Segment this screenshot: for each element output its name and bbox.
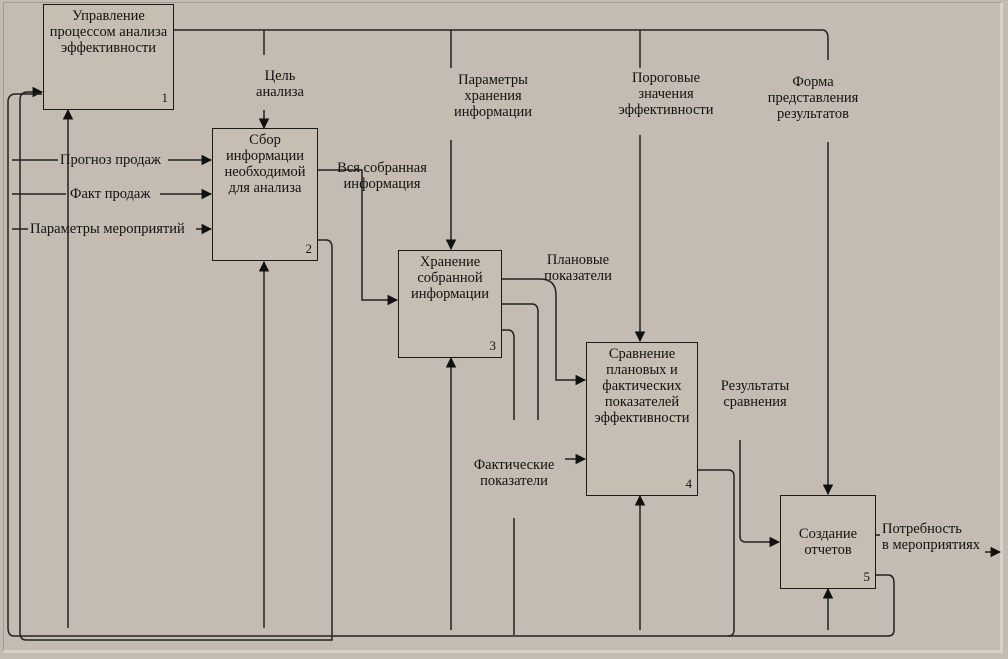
label-sales-forecast: Прогноз продаж: [60, 152, 161, 168]
box-5-number: 5: [863, 569, 871, 584]
control-bus: [174, 29, 829, 60]
label-event-params: Параметры мероприятий: [30, 221, 185, 237]
box-collect-info: Сбор информации необходимой для анализа …: [212, 128, 318, 261]
box-reports: Создание отчетов 5: [780, 495, 876, 589]
need-arrow: [876, 534, 1000, 552]
all-info-arrow: [318, 169, 399, 306]
label-sales-fact: Факт продаж: [70, 186, 151, 202]
label-storage-params: Параметры хранения информации: [454, 72, 532, 120]
label-planned: Плановые показатели: [544, 252, 612, 284]
box-5-title: Создание отчетов: [798, 526, 858, 558]
actual-arrow-b: [502, 329, 515, 420]
label-thresholds: Пороговые значения эффективности: [618, 70, 714, 118]
box-1-title: Управление процессом анализа эффективнос…: [49, 8, 168, 56]
box-4-title: Сравнение плановых и фактических показат…: [594, 346, 690, 426]
comparison-arrow: [739, 440, 781, 548]
box-1-number: 1: [161, 90, 169, 105]
label-all-info: Вся собранная информация: [337, 160, 427, 192]
box-manage-analysis: Управление процессом анализа эффективнос…: [43, 4, 174, 110]
planned-arrow: [502, 278, 587, 386]
box-3-number: 3: [489, 338, 497, 353]
box-3-title: Хранение собранной информации: [411, 254, 489, 302]
box-4-number: 4: [685, 476, 693, 491]
label-report-form: Форма представления результатов: [767, 74, 859, 122]
label-goal: Цель анализа: [256, 68, 304, 100]
box-2-title: Сбор информации необходимой для анализа: [224, 132, 306, 196]
label-actual: Фактические показатели: [473, 457, 555, 489]
box4-out: [698, 469, 735, 620]
label-need: Потребность в мероприятиях: [882, 521, 981, 553]
box-compare: Сравнение плановых и фактических показат…: [586, 342, 698, 496]
box-store-info: Хранение собранной информации 3: [398, 250, 502, 358]
feedback-mid: [727, 620, 735, 637]
box-2-number: 2: [305, 241, 313, 256]
feedback-outer: [7, 93, 895, 637]
label-comparison: Результаты сравнения: [720, 378, 790, 410]
actual-arrow-a: [502, 303, 539, 420]
